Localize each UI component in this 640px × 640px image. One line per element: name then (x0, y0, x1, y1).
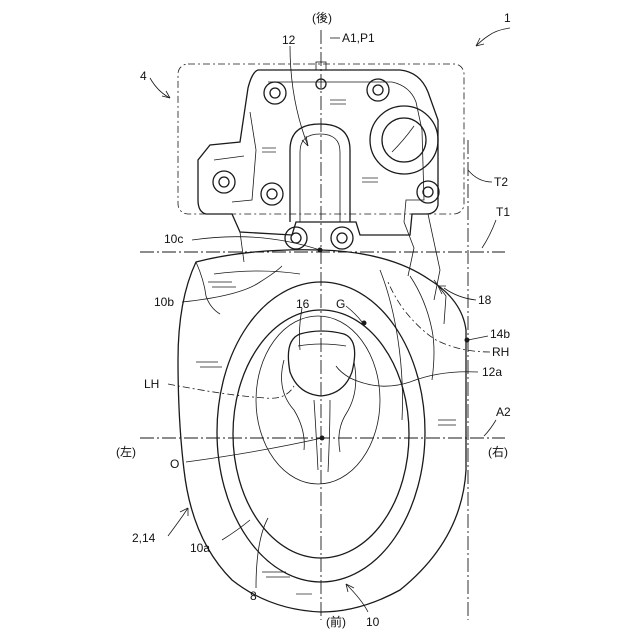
label-14b: 14b (490, 327, 510, 341)
label-16: 16 (296, 297, 310, 311)
label-t2: T2 (494, 175, 508, 189)
label-ref-1: 1 (504, 11, 511, 25)
label-10: 10 (366, 615, 380, 629)
label-8: 8 (250, 589, 257, 603)
toilet-body (178, 214, 466, 612)
label-2-14: 2,14 (132, 531, 156, 545)
reference-lines (140, 30, 505, 620)
leader-lines (150, 28, 510, 612)
label-10b: 10b (154, 295, 174, 309)
label-18: 18 (478, 293, 492, 307)
upper-housing (198, 62, 439, 249)
label-10c: 10c (164, 232, 183, 246)
label-lh: LH (144, 377, 159, 391)
figure-labels: 1 (後) A1,P1 12 4 T2 T1 10c 10b 16 G 18 1… (116, 11, 511, 629)
label-t1: T1 (496, 205, 510, 219)
label-12: 12 (282, 33, 296, 47)
label-right: (右) (488, 444, 508, 459)
label-front: (前) (326, 614, 346, 629)
label-rh: RH (492, 345, 509, 359)
label-a2: A2 (496, 405, 511, 419)
label-a1-p1: A1,P1 (342, 31, 375, 45)
bolt-holes (213, 79, 439, 249)
label-rear: (後) (312, 11, 332, 25)
label-10a: 10a (190, 541, 210, 555)
label-o: O (170, 457, 179, 471)
label-4: 4 (140, 69, 147, 83)
label-12a: 12a (482, 365, 502, 379)
label-g: G (336, 297, 345, 311)
label-left: (左) (116, 444, 136, 459)
